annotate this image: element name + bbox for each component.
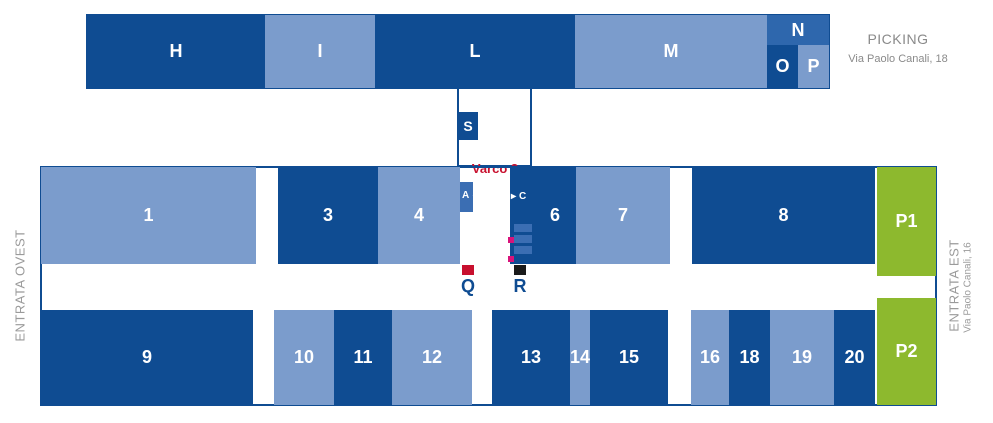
dock-f (514, 246, 532, 254)
gate-a[interactable]: A (462, 190, 470, 201)
gate-e[interactable]: E (492, 235, 499, 246)
block-12[interactable]: 12 (392, 310, 472, 405)
gate-g[interactable]: G (492, 254, 500, 265)
block-20[interactable]: 20 (834, 310, 875, 405)
marker-r-icon (514, 265, 526, 275)
picking-title: PICKING (867, 31, 929, 47)
block-7[interactable]: 7 (576, 167, 670, 264)
gate-b-arrow: ◂ (472, 214, 478, 225)
block-15[interactable]: 15 (590, 310, 668, 405)
block-i[interactable]: I (265, 15, 375, 88)
block-1[interactable]: 1 (41, 167, 256, 264)
main-building (40, 166, 937, 406)
block-11[interactable]: 11 (334, 310, 392, 405)
block-10[interactable]: 10 (274, 310, 334, 405)
dock-d (514, 224, 532, 232)
entrance-east-address: Via Paolo Canali, 16 (962, 242, 974, 333)
varco-label: Varco 2 (471, 161, 519, 176)
block-h[interactable]: H (87, 15, 265, 88)
block-n[interactable]: N (767, 15, 829, 45)
block-l[interactable]: L (375, 15, 575, 88)
block-4[interactable]: 4 (378, 167, 460, 264)
entrance-west-label: ENTRATA OVEST (12, 229, 28, 342)
gate-f[interactable]: F (497, 243, 504, 254)
marker-e-dot (508, 237, 514, 243)
block-8[interactable]: 8 (692, 167, 875, 264)
dock-e (514, 235, 532, 243)
gate-d[interactable]: D (497, 224, 505, 235)
picking-address: Via Paolo Canali, 18 (848, 53, 948, 65)
block-p2[interactable]: P2 (877, 298, 936, 405)
marker-r-label[interactable]: R (513, 276, 527, 296)
gate-a-arrow: ◂ (473, 190, 479, 201)
marker-q-label[interactable]: Q (460, 276, 475, 296)
gate-c[interactable]: C (519, 191, 527, 202)
gate-c-arrow: ▸ (511, 191, 517, 202)
block-13[interactable]: 13 (492, 310, 570, 405)
block-p1[interactable]: P1 (877, 167, 936, 276)
block-s[interactable]: S (458, 112, 478, 140)
gate-a-block (460, 182, 473, 212)
marker-g-dot (508, 256, 514, 262)
block-o[interactable]: O (767, 45, 798, 88)
block-3[interactable]: 3 (278, 167, 378, 264)
block-14[interactable]: 14 (570, 310, 590, 405)
block-16[interactable]: 16 (691, 310, 729, 405)
block-m[interactable]: M (575, 15, 767, 88)
gate-b[interactable]: B (463, 214, 471, 225)
block-18[interactable]: 18 (729, 310, 770, 405)
entrance-east-title: ENTRATA EST (946, 239, 962, 332)
block-p[interactable]: P (798, 45, 829, 88)
block-9[interactable]: 9 (41, 310, 253, 405)
block-19[interactable]: 19 (770, 310, 834, 405)
marker-q-icon (462, 265, 474, 275)
